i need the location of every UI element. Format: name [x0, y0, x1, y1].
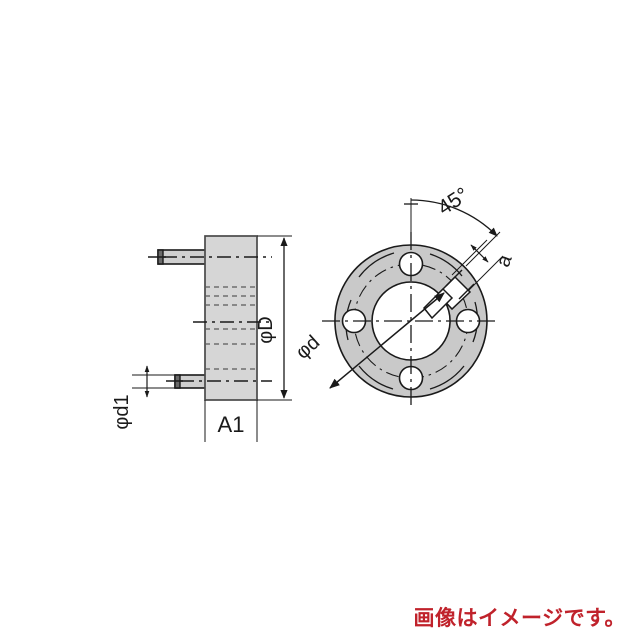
dimension-phi-d1: φd1 [111, 365, 183, 430]
label-phi-d: φd [292, 331, 325, 363]
label-phi-d1: φd1 [111, 394, 133, 429]
dimension-a1: A1 [204, 400, 258, 442]
label-phi-D: φD [255, 316, 277, 343]
side-body-rect [204, 235, 258, 401]
image-disclaimer-caption: 画像はイメージです。 [413, 606, 626, 630]
label-a1: A1 [218, 412, 245, 437]
side-centerlines [163, 256, 272, 382]
label-slot-a: a [492, 251, 517, 270]
front-circular-view: φd 45° a [292, 183, 517, 410]
dimension-phi-D: φD [255, 235, 292, 401]
side-section-view: φD φd1 A1 [111, 235, 292, 442]
